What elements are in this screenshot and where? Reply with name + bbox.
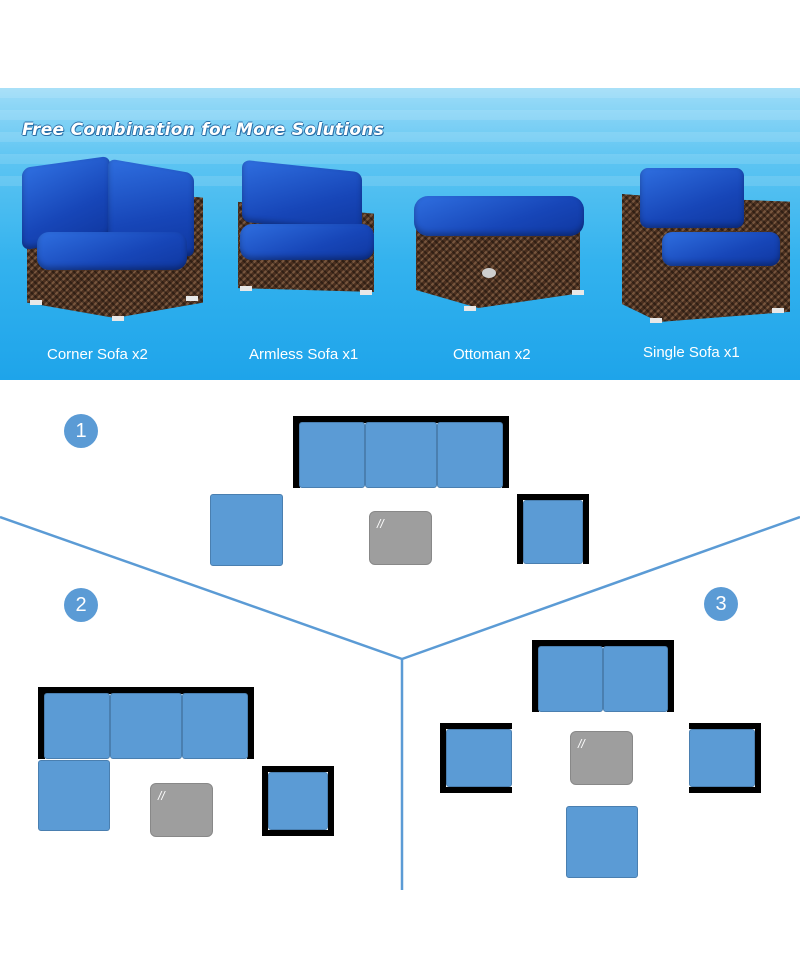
back-bar: [262, 766, 334, 772]
corner-sofa-image: [22, 155, 207, 330]
ottoman-block: //: [369, 511, 432, 565]
ottoman-block: [38, 760, 110, 831]
ottoman-label: Ottoman x2: [453, 346, 531, 363]
arm-bar: [440, 723, 446, 793]
single-sofa-block: [268, 772, 328, 830]
arm-bar: [247, 687, 254, 759]
ottoman-block: //: [570, 731, 633, 785]
ottoman-image: [412, 196, 587, 314]
arm-bar: [667, 640, 674, 712]
arm-bar: [755, 723, 761, 793]
arm-bar: [262, 766, 268, 836]
corner-sofa-block: [437, 422, 503, 488]
ottoman-block: //: [150, 783, 213, 837]
back-bar: [440, 723, 512, 729]
ottoman-block: [566, 806, 638, 878]
single-sofa-block: [523, 500, 583, 564]
corner-sofa-block: [538, 646, 603, 712]
layout-number-1: 1: [64, 414, 98, 448]
corner-sofa-block: [299, 422, 365, 488]
armless-sofa-block: [110, 693, 182, 759]
corner-sofa-label: Corner Sofa x2: [47, 346, 148, 363]
front-bar: [689, 787, 761, 793]
arm-bar: [532, 640, 539, 712]
back-bar: [38, 687, 254, 694]
back-bar: [689, 723, 761, 729]
arm-bar: [328, 766, 334, 836]
back-bar: [517, 494, 589, 500]
armless-sofa-block: [365, 422, 437, 488]
arm-bar: [502, 416, 509, 488]
ottoman-block: [210, 494, 283, 566]
corner-sofa-block: [44, 693, 110, 759]
front-bar: [262, 830, 334, 836]
armless-sofa-block: [446, 729, 512, 787]
product-banner: Free Combination for More Solutions Corn…: [0, 88, 800, 380]
back-bar: [532, 640, 674, 647]
banner-title: Free Combination for More Solutions: [22, 120, 385, 140]
corner-sofa-block: [182, 693, 248, 759]
single-sofa-label: Single Sofa x1: [643, 344, 740, 361]
arm-bar: [583, 494, 589, 564]
arm-bar: [293, 416, 300, 488]
single-sofa-block: [689, 729, 755, 787]
single-sofa-image: [622, 168, 792, 326]
layout-number-3: 3: [704, 587, 738, 621]
arm-bar: [517, 494, 523, 564]
front-bar: [440, 787, 512, 793]
corner-sofa-block: [603, 646, 668, 712]
arm-bar: [38, 687, 45, 759]
armless-sofa-label: Armless Sofa x1: [249, 346, 359, 363]
back-bar: [293, 416, 509, 423]
armless-sofa-image: [234, 159, 379, 296]
layout-number-2: 2: [64, 588, 98, 622]
